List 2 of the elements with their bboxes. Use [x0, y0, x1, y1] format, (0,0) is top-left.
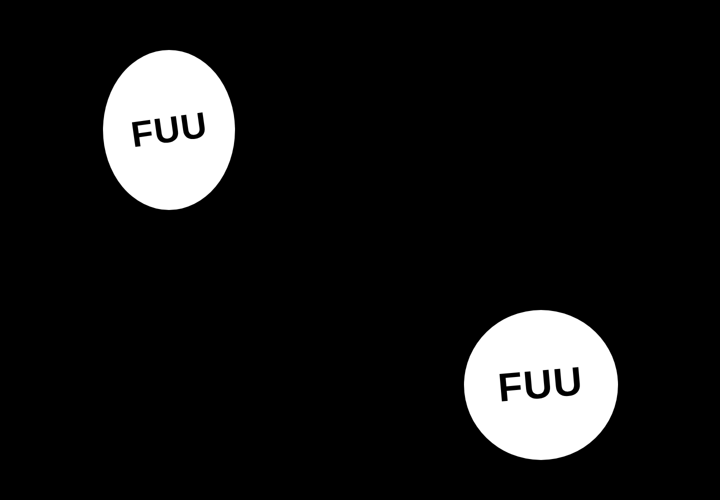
- speech-text: FUU: [128, 106, 210, 154]
- speech-text: FUU: [496, 361, 586, 409]
